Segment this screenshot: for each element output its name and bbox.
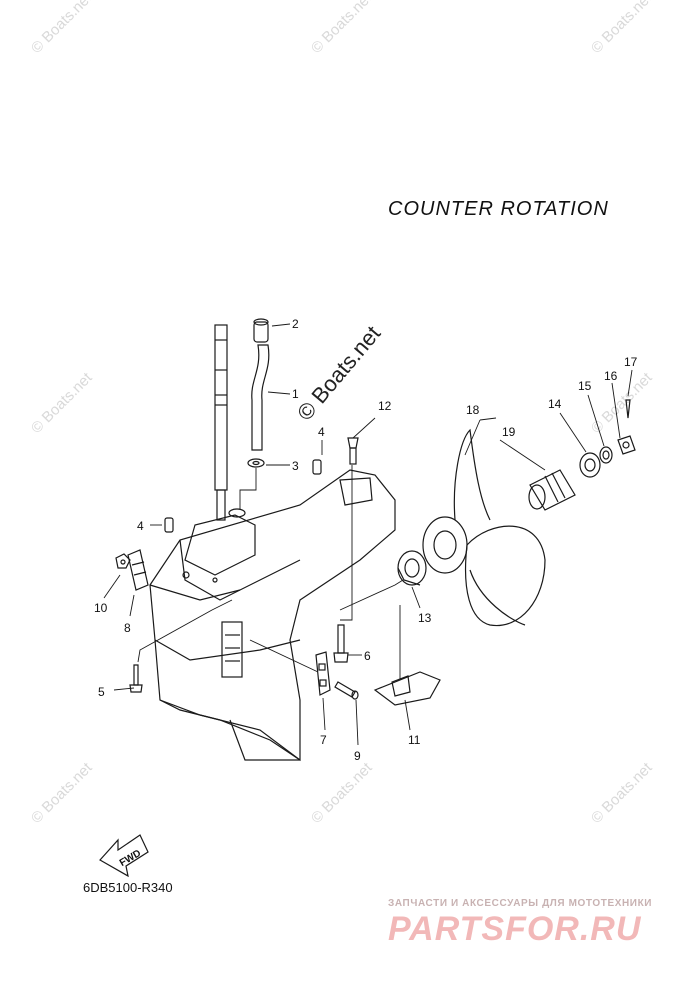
washer-nut-set — [579, 399, 636, 478]
callout-14: 14 — [548, 397, 562, 411]
drive-shaft — [214, 324, 228, 521]
callout-3: 3 — [292, 459, 299, 473]
thrust-washer — [397, 550, 427, 586]
callout-2: 2 — [292, 317, 299, 331]
trim-tab — [315, 651, 331, 696]
propeller — [422, 428, 546, 627]
callout-13: 13 — [418, 611, 432, 625]
leader-lines — [103, 323, 633, 746]
callout-8: 8 — [124, 621, 131, 635]
callout-4: 4 — [318, 425, 325, 439]
callout-18: 18 — [466, 403, 480, 417]
callout-6: 6 — [364, 649, 371, 663]
callout-15: 15 — [578, 379, 592, 393]
bolts — [129, 437, 359, 700]
callout-4: 4 — [137, 519, 144, 533]
forward-arrow-icon: FWD — [99, 834, 149, 878]
anode-bracket — [115, 549, 149, 591]
callout-7: 7 — [320, 733, 327, 747]
callout-19: 19 — [502, 425, 516, 439]
shift-rod — [247, 318, 270, 468]
callout-12: 12 — [378, 399, 392, 413]
brand-subtitle: ЗАПЧАСТИ И АКСЕССУАРЫ ДЛЯ МОТОТЕХНИКИ — [388, 898, 653, 909]
callout-10: 10 — [94, 601, 108, 615]
callout-16: 16 — [604, 369, 618, 383]
dowel-pin — [164, 459, 322, 533]
spacer — [528, 469, 576, 511]
callout-labels: 2 1 3 4 4 10 8 5 6 7 9 11 13 12 18 19 14… — [94, 317, 638, 763]
callout-9: 9 — [354, 749, 361, 763]
diagram-code: 6DB5100-R340 — [83, 880, 173, 895]
callout-11: 11 — [408, 733, 421, 747]
callout-17: 17 — [624, 355, 638, 369]
diagram-title: COUNTER ROTATION — [388, 198, 609, 220]
callout-1: 1 — [292, 387, 299, 401]
trim-plate-anode — [373, 671, 441, 706]
callout-5: 5 — [98, 685, 105, 699]
brand-logo: PARTSFOR.RU — [388, 910, 642, 948]
lower-case-housing — [149, 469, 396, 762]
fwd-label: FWD — [118, 848, 143, 869]
